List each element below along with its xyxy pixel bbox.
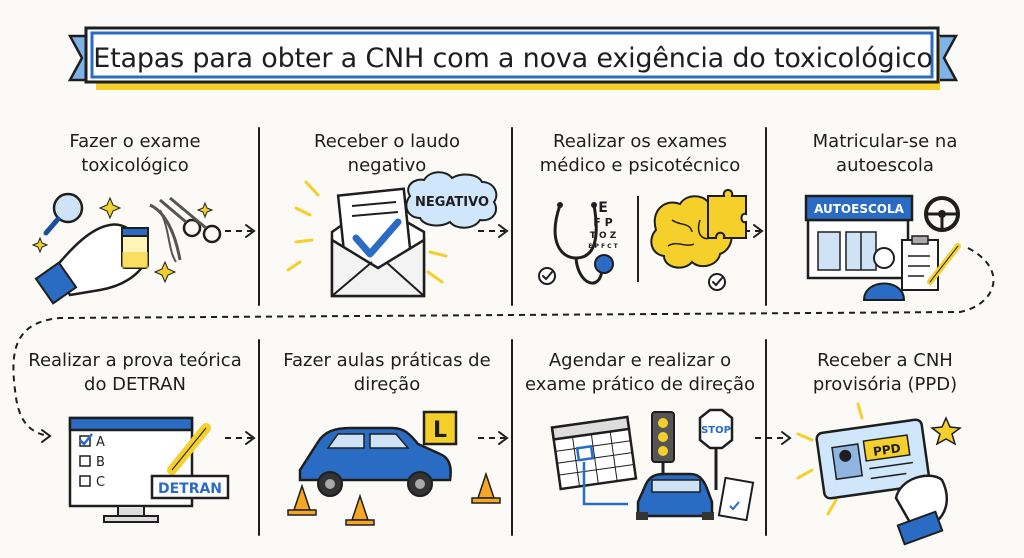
eye-chart-row-3: T O Z	[590, 231, 617, 241]
step-3-illustration: E F P T O Z E P F C T	[538, 189, 747, 291]
exam-clipboard-icon	[717, 476, 755, 522]
step-6-illustration: L	[287, 410, 501, 526]
traffic-cone-icons	[287, 471, 501, 526]
step-1-title: Fazer o exame toxicológico	[69, 131, 201, 176]
hand-holding-card-icon	[894, 474, 949, 546]
step-6-title: Fazer aulas práticas de direção	[283, 350, 491, 395]
eye-chart-row-2: F P	[593, 216, 612, 229]
step-2-title: Receber o laudo negativo	[314, 131, 460, 176]
option-b: B	[96, 455, 105, 470]
stethoscope-icon	[553, 202, 614, 285]
autoescola-sign: AUTOESCOLA	[814, 202, 905, 216]
arrow-heads	[41, 224, 792, 445]
step-4-illustration: AUTOESCOLA	[804, 194, 961, 301]
step-5-illustration: A B C DETRAN	[68, 416, 230, 523]
step-5-title: Realizar a prova teórica do DETRAN	[28, 350, 242, 395]
license-card-icon: PPD	[815, 418, 931, 500]
step-4-title: Matricular-se na autoescola	[812, 131, 958, 176]
magnifier-icon	[43, 192, 84, 236]
star-icon	[930, 416, 962, 446]
step-7-title: Agendar e realizar o exame prático de di…	[525, 350, 755, 395]
hand-holding-sample-icon	[34, 223, 149, 305]
step-2-illustration: NEGATIVO	[286, 171, 498, 298]
ppd-label: PPD	[872, 441, 901, 459]
stop-sign-label: STOP	[701, 425, 731, 436]
sparkle-icons	[31, 196, 214, 284]
traffic-light-icon	[651, 411, 675, 480]
step-dividers	[258, 127, 767, 536]
detran-sign: DETRAN	[150, 474, 230, 500]
option-a: A	[96, 435, 105, 450]
license-glow-rays	[796, 402, 864, 516]
school-building-icon: AUTOESCOLA	[804, 194, 914, 280]
glow-rays-icon	[286, 180, 448, 284]
learner-plate-label: L	[433, 418, 447, 443]
exam-car-icon	[636, 472, 714, 520]
step-7-illustration: STOP	[550, 408, 755, 522]
step-8-illustration: PPD	[796, 402, 962, 546]
detran-label: DETRAN	[158, 481, 222, 497]
page-title: Etapas para obter a CNH com a nova exigê…	[93, 42, 933, 74]
scissors-icon	[149, 196, 222, 263]
step-8-title: Receber a CNH provisória (PPD)	[812, 350, 958, 395]
step-3-title: Realizar os exames médico e psicotécnico	[539, 131, 741, 176]
brain-puzzle-icon	[650, 189, 747, 269]
calendar-icon	[550, 415, 638, 506]
stop-sign-icon: STOP	[698, 408, 734, 490]
eye-chart-row-4: E P F C T	[588, 243, 618, 250]
negative-badge-label: NEGATIVO	[415, 195, 489, 210]
negative-badge: NEGATIVO	[405, 171, 498, 229]
option-c: C	[96, 475, 105, 490]
person-icon	[862, 247, 906, 301]
eye-chart: E F P T O Z E P F C T	[588, 200, 618, 250]
steering-wheel-icon	[924, 196, 960, 232]
banner-ribbon	[67, 26, 959, 90]
car-icon	[298, 426, 452, 497]
check-circle-icons	[538, 267, 726, 291]
learner-plate-icon: L	[422, 410, 458, 446]
pencil-icon	[167, 423, 211, 475]
clipboard-pen-icon	[901, 235, 961, 291]
title-banner: Etapas para obter a CNH com a nova exigê…	[60, 22, 966, 94]
eye-chart-row-1: E	[598, 200, 608, 216]
answer-options: A B C	[79, 433, 105, 490]
arrow-4-5	[12, 247, 995, 437]
checkmark-icon	[352, 218, 402, 258]
step-1-illustration	[31, 192, 222, 305]
